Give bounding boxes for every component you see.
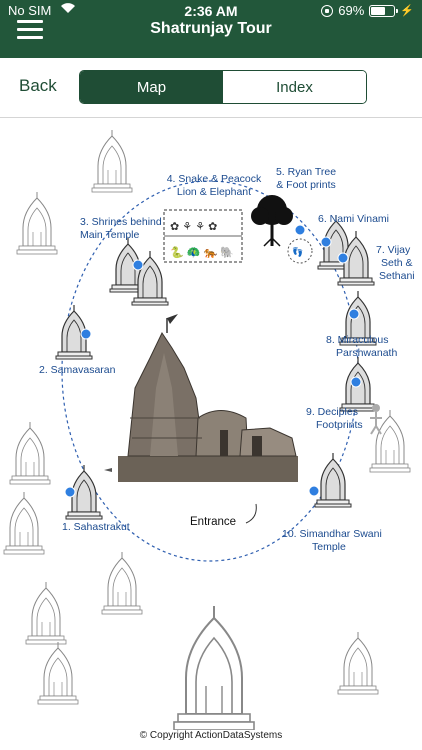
wifi-icon xyxy=(60,2,76,17)
stop-3-label[interactable]: 3. Shrines behind Main Temple xyxy=(80,216,162,242)
stop-10-label-line: Temple xyxy=(312,541,346,553)
orientation-lock-icon xyxy=(321,4,334,17)
stop-5-label-line: & Foot prints xyxy=(276,179,336,191)
app-header: No SIM 2:36 AM 69% ⚡ Shatrunjay Tour xyxy=(0,0,422,58)
stop-8-marker[interactable] xyxy=(348,308,360,320)
entrance-arrow xyxy=(245,503,257,524)
stop-9-label[interactable]: 9. Deciples Footprints xyxy=(306,406,363,432)
background-shrine-icon xyxy=(3,491,45,555)
stop-markers xyxy=(64,224,362,498)
stop-6-label[interactable]: 6. Nami Vinami xyxy=(318,213,389,225)
tab-index[interactable]: Index xyxy=(223,71,366,103)
stop-2-label[interactable]: 2. Samavasaran xyxy=(39,364,116,376)
nav-bar: Back Map Index xyxy=(0,58,422,118)
background-shrine-icon xyxy=(37,641,79,705)
stop-8-label-line: Parshwanath xyxy=(336,347,398,359)
entrance-label: Entrance xyxy=(190,516,237,528)
stop-7-label-line: 7. Vijay xyxy=(376,244,411,256)
svg-text:🐍 🦚 🐅 🐘: 🐍 🦚 🐅 🐘 xyxy=(170,246,234,259)
stop-7-label-line: Seth & xyxy=(381,257,413,269)
background-shrine-icon xyxy=(25,581,67,645)
large-shrine-icon xyxy=(173,605,255,730)
stop-7-label[interactable]: 7. Vijay Seth & Sethani xyxy=(376,244,415,283)
background-shrine-icon xyxy=(101,551,143,615)
battery-icon xyxy=(369,4,399,17)
stop-1-marker[interactable] xyxy=(64,486,76,498)
tab-map[interactable]: Map xyxy=(80,71,223,103)
background-shrine-icon xyxy=(16,191,58,255)
stop-10-shrine-icon xyxy=(314,452,352,508)
battery-percent: 69% xyxy=(338,3,365,18)
stop-3-label-line: 3. Shrines behind xyxy=(80,216,162,228)
stop-8-label-line: 8. Miraculous xyxy=(326,334,389,346)
stop-7-marker[interactable] xyxy=(337,252,349,264)
tour-map: ✿ ⚘ ⚘ ✿ 🐍 🦚 🐅 🐘 👣 xyxy=(0,118,422,750)
carvings-panel: ✿ ⚘ ⚘ ✿ 🐍 🦚 🐅 🐘 xyxy=(163,209,243,263)
map-illustration: ✿ ⚘ ⚘ ✿ 🐍 🦚 🐅 🐘 👣 xyxy=(3,129,411,730)
stop-4-label[interactable]: 4. Snake & Peacock Lion & Elephant xyxy=(166,173,262,199)
visitor-icon xyxy=(370,404,382,435)
ryan-tree-icon: 👣 xyxy=(251,195,313,264)
clock: 2:36 AM xyxy=(184,3,238,19)
stop-9-label-line: Footprints xyxy=(316,419,363,431)
view-segmented-control: Map Index xyxy=(79,70,367,104)
stop-9-marker[interactable] xyxy=(350,376,362,388)
copyright-footer: © Copyright ActionDataSystems xyxy=(139,730,283,741)
stop-5-label[interactable]: 5. Ryan Tree & Foot prints xyxy=(270,166,342,192)
stop-5-label-line: 5. Ryan Tree xyxy=(275,166,337,178)
status-bar: No SIM 2:36 AM 69% ⚡ xyxy=(0,3,422,21)
stop-10-label[interactable]: 10. Simandhar Swani Temple xyxy=(282,528,382,554)
background-shrine-icon xyxy=(91,129,133,193)
background-shrine-icon xyxy=(337,631,379,695)
hamburger-menu-icon[interactable] xyxy=(17,20,43,40)
stop-4-label-line: Lion & Elephant xyxy=(176,186,252,198)
stop-5-marker[interactable] xyxy=(294,224,306,236)
stop-1-label[interactable]: 1. Sahastrakut xyxy=(62,521,130,533)
stop-7-label-line: Sethani xyxy=(379,270,415,282)
svg-text:✿ ⚘ ⚘ ✿: ✿ ⚘ ⚘ ✿ xyxy=(170,221,217,233)
stop-3-marker[interactable] xyxy=(132,259,144,271)
stop-3-label-line: Main Temple xyxy=(80,229,140,241)
back-button[interactable]: Back xyxy=(19,76,57,95)
stop-8-label[interactable]: 8. Miraculous Parshwanath xyxy=(326,334,397,360)
stop-9-label-line: 9. Deciples xyxy=(306,406,358,418)
charging-bolt-icon: ⚡ xyxy=(400,5,414,17)
svg-text:👣: 👣 xyxy=(292,246,303,258)
stop-10-marker[interactable] xyxy=(308,485,320,497)
stop-10-label-line: 10. Simandhar Swani xyxy=(282,528,382,540)
carrier-label: No SIM xyxy=(8,3,52,18)
page-title: Shatrunjay Tour xyxy=(150,20,272,37)
stop-2-marker[interactable] xyxy=(80,328,92,340)
stop-6-marker[interactable] xyxy=(320,236,332,248)
stop-4-label-line: 4. Snake & Peacock xyxy=(166,173,262,185)
main-temple-illustration xyxy=(104,314,298,482)
background-shrine-icon xyxy=(9,421,51,485)
battery-fill xyxy=(371,6,386,15)
